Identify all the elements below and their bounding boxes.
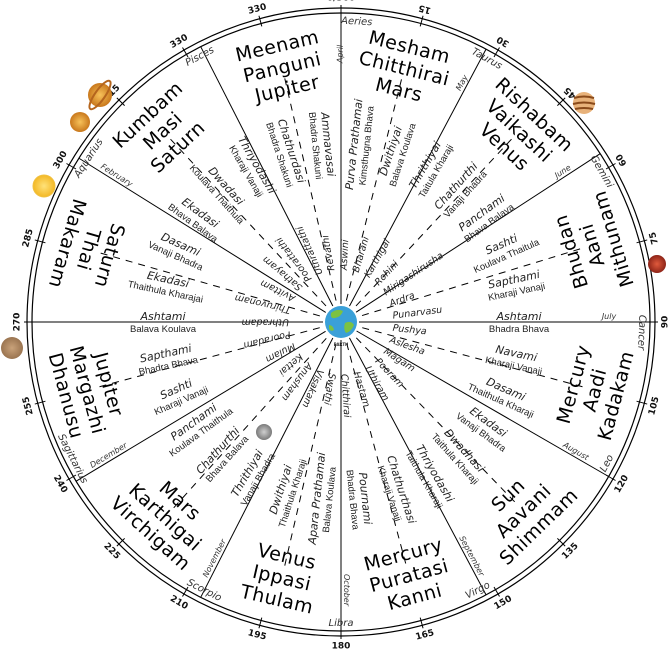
month-label: February: [99, 162, 134, 189]
nakshatra-label: Punarvasu: [392, 305, 443, 322]
tithi-name: Pournami: [356, 472, 374, 525]
western-sign-label: Libra: [329, 618, 354, 629]
jupiter-icon: [70, 112, 90, 132]
degree-tick: [605, 163, 616, 170]
degree-tick: [636, 239, 648, 244]
sign-boundary-line: [356, 330, 609, 477]
degree-tick: [182, 586, 189, 597]
degree-label: 240: [51, 474, 69, 495]
degree-tick: [419, 617, 424, 629]
month-label: December: [88, 440, 129, 469]
degree-label: 90: [661, 316, 671, 329]
degree-label: 180: [332, 642, 351, 652]
nakshatra-label: Aswini: [339, 239, 352, 271]
degree-label: 60: [615, 152, 630, 168]
month-label: October: [342, 574, 351, 607]
degree-label: 0/360: [327, 0, 355, 4]
western-sign-label: Pisces: [184, 45, 216, 69]
degree-tick: [493, 47, 500, 58]
degree-label: 75: [648, 231, 661, 246]
degree-tick: [557, 97, 566, 106]
degree-tick: [493, 586, 500, 597]
karana-name: Balava Koulava: [130, 324, 197, 335]
degree-tick: [66, 163, 77, 170]
degree-tick: [258, 617, 263, 629]
degree-label: 165: [415, 628, 436, 643]
western-sign-label: Virgo: [464, 580, 492, 602]
degree-tick: [605, 474, 616, 481]
degree-label: 195: [247, 628, 268, 643]
western-sign-label: Aeries: [340, 16, 373, 29]
degree-label: 105: [647, 396, 662, 417]
month-label: April: [336, 44, 345, 64]
tithi-name: Ashtami: [495, 310, 541, 323]
western-sign-label: Cancer: [635, 315, 647, 351]
earth-icon: [325, 306, 357, 338]
degree-label: 255: [21, 395, 36, 416]
degree-label: 270: [13, 313, 23, 332]
sign-boundary-line: [349, 48, 487, 307]
sun-icon: [32, 174, 56, 198]
nakshatra-label: Chitthirai: [338, 374, 352, 419]
earth-label: EARTH: [334, 342, 349, 347]
degree-label: 120: [613, 474, 631, 495]
nakshatra-label: Uthradam: [241, 316, 289, 327]
degree-tick: [116, 97, 125, 106]
mars-icon: [648, 255, 666, 273]
month-label: May: [454, 73, 470, 92]
month-label: September: [457, 534, 486, 578]
sign-boundary-line: [78, 157, 327, 313]
saturn-icon: [88, 79, 112, 111]
western-sign-label: Leo: [598, 453, 616, 474]
month-label: November: [201, 537, 228, 579]
degree-label: 330: [247, 2, 268, 17]
degree-label: 150: [493, 594, 514, 612]
degree-tick: [636, 400, 648, 405]
degree-label: 30: [495, 34, 511, 49]
sign-boundary-line: [355, 153, 601, 313]
jupiter-banded-icon: [572, 92, 596, 114]
sign-boundary-line: [200, 46, 334, 307]
degree-tick: [182, 47, 189, 58]
sign-boundary-line: [349, 337, 487, 596]
sign-boundary-line: [75, 330, 326, 482]
degree-tick: [66, 474, 77, 481]
degree-tick: [34, 239, 46, 244]
karana-name: Bhadra Bhava: [489, 324, 550, 335]
degree-label: 210: [168, 594, 189, 612]
degree-tick: [34, 400, 46, 405]
degree-tick: [419, 15, 424, 27]
nakshatra-label: Swathi: [321, 372, 337, 406]
degree-label: 15: [418, 2, 433, 15]
degree-tick: [258, 15, 263, 27]
moon-icon: [256, 424, 272, 440]
nakshatra-label: Pushya: [392, 323, 427, 338]
western-sign-label: Scorpio: [185, 577, 223, 604]
tithi-name: Ashtami: [139, 310, 185, 323]
sign-boundary-line: [200, 337, 334, 598]
mercury-icon: [1, 337, 23, 359]
degree-tick: [557, 538, 566, 547]
degree-tick: [116, 538, 125, 547]
month-label: July: [600, 312, 617, 321]
degree-label: 285: [21, 228, 36, 249]
